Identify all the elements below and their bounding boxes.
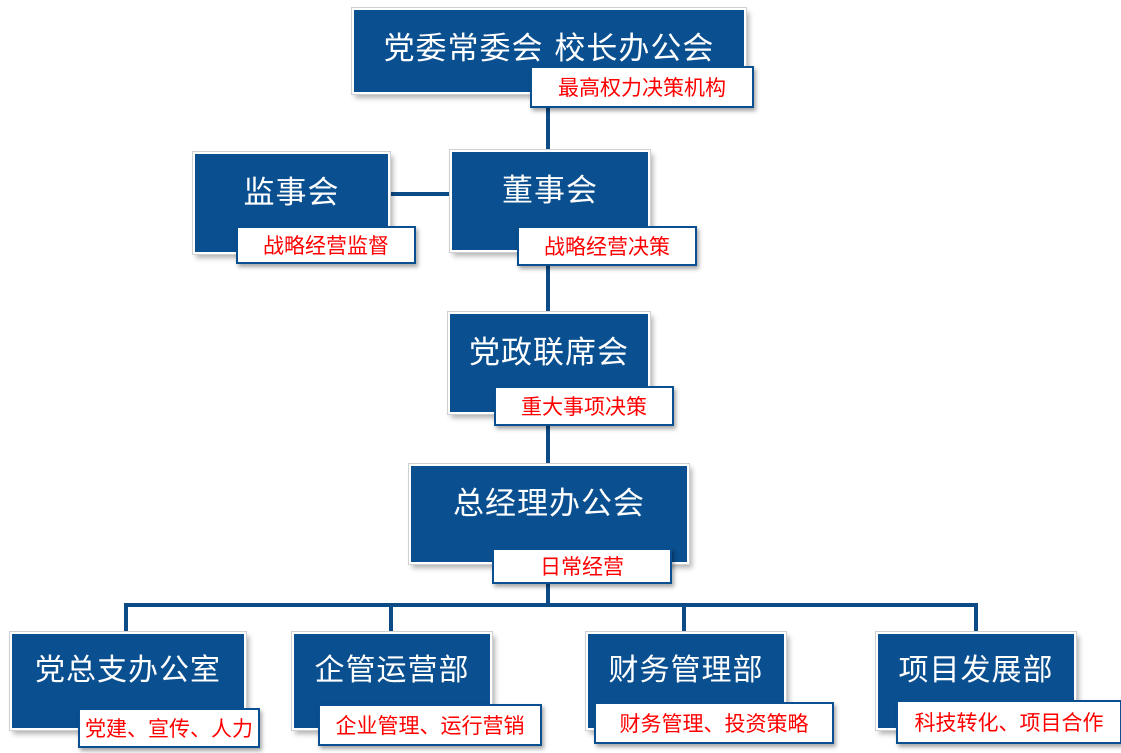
node-dept-party-office-title: 党总支办公室: [35, 653, 221, 688]
connector-gm-bus: [546, 580, 550, 605]
connector-dept-3: [682, 603, 686, 633]
tag-dept-finance-text: 财务管理、投资策略: [619, 712, 809, 736]
connector-top-board: [546, 104, 550, 152]
node-dept-finance-title: 财务管理部: [608, 653, 764, 688]
tag-dept-projects-text: 科技转化、项目合作: [914, 711, 1104, 735]
node-gm-office-meeting-title: 总经理办公会: [453, 485, 645, 522]
tag-dept-operations-text: 企业管理、运行营销: [335, 714, 525, 738]
tag-dept-finance: 财务管理、投资策略: [594, 702, 834, 744]
connector-dept-2: [389, 603, 393, 633]
connector-board-joint: [546, 262, 550, 312]
node-party-committee-title: 党委常委会 校长办公会: [383, 30, 715, 67]
tag-supervisory-board-text: 战略经营监督: [263, 234, 389, 258]
node-joint-meeting-title: 党政联席会: [469, 334, 629, 371]
tag-dept-projects: 科技转化、项目合作: [896, 700, 1121, 744]
node-board-of-directors-title: 董事会: [502, 172, 598, 209]
node-supervisory-board: 监事会: [192, 151, 391, 255]
tag-dept-party-office-text: 党建、宣传、人力: [85, 717, 253, 741]
tag-joint-meeting: 重大事项决策: [494, 386, 674, 426]
tag-party-committee-text: 最高权力决策机构: [558, 76, 726, 100]
tag-board-of-directors-text: 战略经营决策: [544, 235, 670, 259]
tag-gm-office-meeting-text: 日常经营: [540, 555, 624, 579]
tag-party-committee: 最高权力决策机构: [530, 66, 754, 108]
tag-dept-operations: 企业管理、运行营销: [318, 704, 542, 746]
tag-supervisory-board: 战略经营监督: [236, 226, 416, 264]
connector-joint-gm: [546, 422, 550, 466]
connector-horizontal-bus: [124, 603, 978, 607]
connector-dept-1: [124, 603, 128, 633]
node-supervisory-board-title: 监事会: [243, 174, 340, 211]
tag-board-of-directors: 战略经营决策: [517, 226, 697, 266]
connector-supervisory-board: [386, 192, 452, 196]
node-dept-operations-title: 企管运营部: [314, 653, 470, 688]
node-dept-projects-title: 项目发展部: [898, 653, 1054, 688]
connector-dept-4: [974, 603, 978, 633]
tag-gm-office-meeting: 日常经营: [492, 548, 672, 584]
tag-joint-meeting-text: 重大事项决策: [521, 395, 647, 419]
tag-dept-party-office: 党建、宣传、人力: [78, 708, 260, 748]
